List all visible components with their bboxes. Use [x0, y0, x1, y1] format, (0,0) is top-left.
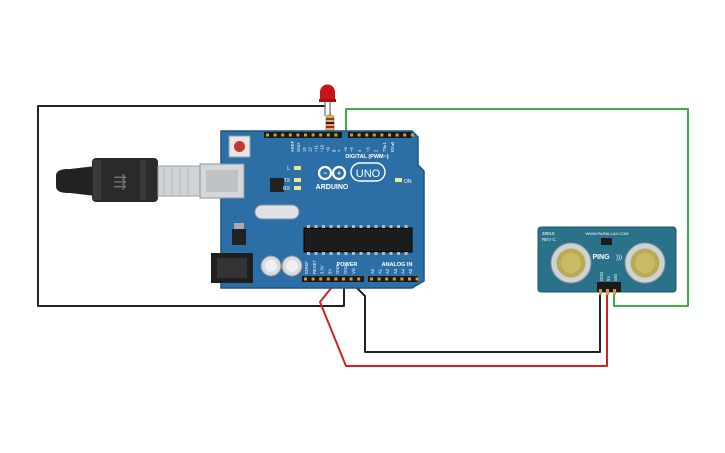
digital-pin-label-2: 13	[302, 147, 307, 152]
analog-pin-label-1: A1	[378, 268, 383, 274]
digital-pin-label-b-4: TX▸1	[382, 142, 387, 152]
digital-pin-label-9: ~6	[343, 147, 348, 152]
digital-pin-label-b-0: ~5	[349, 147, 354, 152]
rx-label: RX	[283, 186, 291, 192]
svg-text:−: −	[323, 171, 327, 178]
digital-pin-label-b-1: 4	[357, 149, 362, 152]
crystal	[254, 204, 300, 220]
digital-pin-label-3: 12	[308, 147, 313, 152]
sensor-website: WWW.PARALLAX.COM	[585, 231, 628, 236]
power-pin-label-6: Vin	[351, 267, 356, 274]
digital-pin-label-4: ~11	[314, 145, 319, 152]
wire-black-led-ground[interactable]	[37, 105, 345, 307]
analog-header-label: ANALOG IN	[382, 262, 413, 268]
analog-pin-label-4: A4	[400, 268, 405, 274]
digital-header-right	[348, 132, 412, 138]
sound-waves-icon: )))	[616, 255, 622, 261]
led-component[interactable]	[319, 84, 336, 116]
digital-pin-label-1: GND	[296, 143, 301, 152]
led-body	[320, 84, 335, 100]
power-pin-label-0: IOREF	[304, 261, 309, 274]
power-pin-label-5: GND	[343, 265, 348, 274]
arduino-brand: ARDUINO	[316, 184, 349, 191]
digital-pin-label-b-5: RX◂0	[390, 141, 395, 152]
ping-ultrasonic-sensor[interactable]: 28015 REV C WWW.PARALLAX.COM PING ))) GN…	[537, 226, 677, 295]
digital-pin-label-0: AREF	[290, 140, 295, 152]
uno-badge	[350, 162, 386, 182]
chip-pins	[307, 225, 408, 255]
analog-pin-label-3: A3	[393, 268, 398, 274]
uno-label: UNO	[356, 168, 381, 180]
digital-pin-label-6: ~9	[325, 147, 330, 152]
usb-symbol-icon: ⇶	[113, 172, 126, 191]
sensor-pin-label-1: 5V	[606, 276, 611, 281]
on-label: ON	[404, 179, 412, 185]
digital-pin-label-8: 7	[337, 149, 342, 152]
sensor-revision: REV C	[542, 237, 557, 242]
l-label: L	[287, 166, 290, 172]
digital-header-left	[264, 132, 342, 138]
wire-red-5v[interactable]	[319, 281, 608, 367]
sensor-name: PING	[592, 254, 610, 261]
power-pin-label-2: 3.3V	[320, 265, 325, 274]
digital-header-label: DIGITAL (PWM~)	[345, 154, 389, 160]
arduino-logo-icon: − +	[317, 165, 347, 181]
sensor-pin-label-2: SIG	[613, 274, 618, 281]
digital-pin-label-5: ~10	[320, 144, 325, 152]
digital-pin-label-b-3: 2	[374, 149, 379, 152]
svg-text:+: +	[337, 171, 341, 178]
usb-cable-boot	[56, 166, 96, 196]
tx-label: TX	[284, 178, 291, 184]
power-pin-label-1: RESET	[312, 260, 317, 274]
wires	[37, 105, 689, 367]
sensor-pin-header	[597, 282, 621, 292]
power-pin-label-3: 5V	[327, 269, 332, 274]
atmega-chip	[303, 227, 413, 253]
analog-pin-label-0: A0	[370, 268, 375, 274]
analog-pin-label-2: A2	[385, 268, 390, 274]
wire-green-signal[interactable]	[345, 108, 689, 307]
usb-cable[interactable]: ⇶	[56, 158, 203, 202]
voltage-regulator	[232, 229, 246, 245]
arduino-uno-board[interactable]: L TX RX ON − + ARDUINO UNO DIGITAL (PWM~…	[199, 130, 425, 289]
digital-pin-label-b-2: ~3	[365, 147, 370, 152]
power-header	[302, 276, 364, 282]
power-header-label: POWER	[337, 262, 358, 268]
analog-pin-label-5: A5	[408, 268, 413, 274]
sensor-part-number: 28015	[542, 231, 555, 236]
digital-pin-label-7: 8	[331, 149, 336, 152]
power-pin-label-4: GND	[335, 265, 340, 274]
sensor-pin-label-0: GND	[599, 272, 604, 281]
wire-black-sensor-ground[interactable]	[350, 281, 601, 353]
